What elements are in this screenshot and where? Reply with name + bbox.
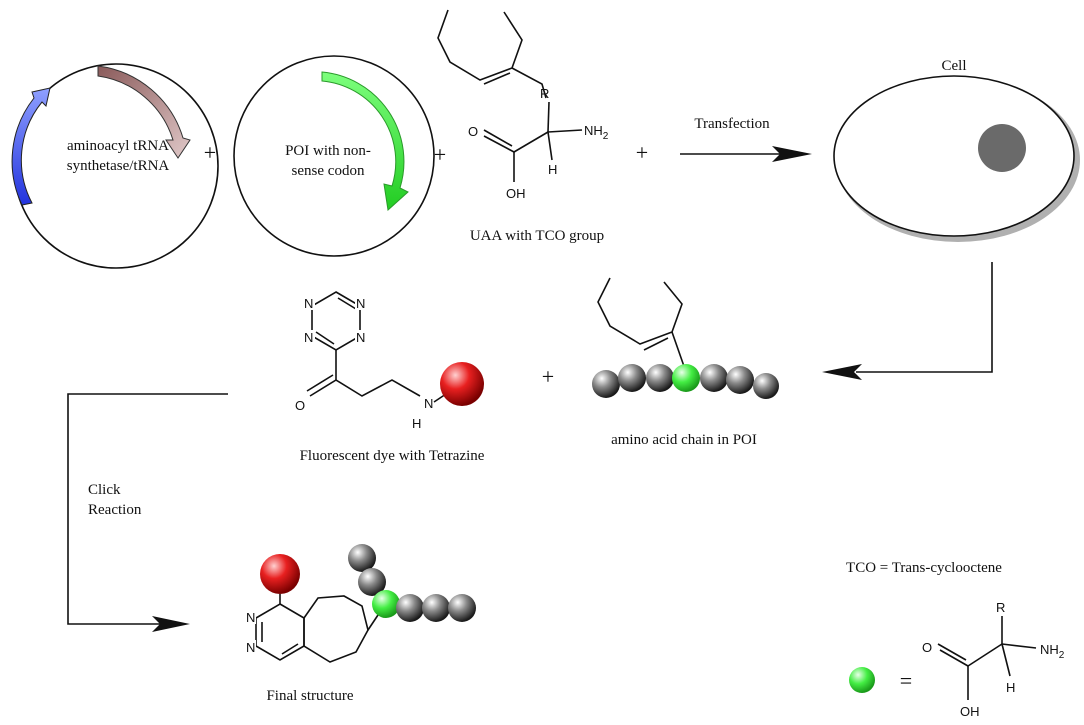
legend-nh2: NH2 [1040, 642, 1065, 661]
click-reaction-arrowhead [152, 616, 190, 632]
dye-n: N [424, 396, 433, 411]
legend-h: H [1006, 680, 1015, 695]
legend-oh: OH [960, 704, 980, 719]
plasmid-circle-2 [233, 55, 435, 257]
uaa-oh: OH [506, 186, 526, 201]
plasmid1-label-line2: synthetase/tRNA [67, 158, 170, 174]
legend-n-bond [1001, 643, 1037, 649]
cell-label: Cell [942, 58, 967, 74]
uaa-o: O [468, 124, 478, 139]
plus-sign-3: + [636, 140, 648, 165]
residue-2 [618, 364, 646, 392]
final-residue-3 [396, 594, 424, 622]
cell: Cell [833, 58, 1080, 242]
legend-co-1 [939, 649, 969, 667]
dye-o: O [295, 398, 305, 413]
tco-definition: TCO = Trans-cyclooctene [846, 560, 1002, 576]
brown-arc-arrow [97, 65, 191, 159]
tz-n2: N [356, 296, 365, 311]
cell-to-chain-arrow [856, 262, 993, 373]
legend-h-bond [1001, 643, 1011, 677]
r-alpha-bond [547, 101, 550, 133]
plus-sign-2: + [434, 142, 446, 167]
cell-to-chain-arrowhead [822, 364, 862, 380]
alpha-n-bond [547, 129, 583, 133]
carbonyl-1 [483, 135, 515, 153]
plus-sign-1: + [204, 140, 216, 165]
amino-acid-chain: amino acid chain in POI [592, 277, 779, 448]
final-fluorophore [260, 554, 300, 594]
final-residue-5 [448, 594, 476, 622]
residue-uaa-green [672, 364, 700, 392]
final-octane-ring [303, 595, 369, 663]
tz-db1 [337, 297, 357, 310]
plasmid-trna-synthetase: aminoacyl tRNA synthetase/tRNA [11, 63, 219, 269]
residue-5 [726, 366, 754, 394]
cell-nucleus [978, 124, 1026, 172]
legend-c-bond [967, 643, 1003, 667]
legend-o: O [922, 640, 932, 655]
dye-nh-h: H [412, 416, 421, 431]
final-residue-2 [358, 568, 386, 596]
blue-arc-arrow [11, 87, 51, 206]
dye-label: Fluorescent dye with Tetrazine [300, 448, 485, 464]
pyridazine-ring [255, 603, 305, 661]
plus-sign-4: + [542, 364, 554, 389]
plasmid2-label-line1: POI with non- [285, 143, 371, 159]
legend: TCO = Trans-cyclooctene = R NH2 H O OH [846, 560, 1065, 719]
alpha-h-bond [547, 131, 553, 161]
final-n1: N [246, 610, 255, 625]
legend-co-2 [937, 643, 967, 661]
final-residue-1 [348, 544, 376, 572]
pz-db2 [281, 643, 299, 655]
chain-tco-double [643, 337, 669, 351]
residue-4 [700, 364, 728, 392]
tco-ring [437, 9, 523, 81]
final-residue-uaa [372, 590, 400, 618]
final-residue-4 [422, 594, 450, 622]
tetrazine-dye-structure: N N N N O N H Fluorescent dye with Tetra… [295, 291, 485, 464]
transfection-label: Transfection [694, 116, 770, 132]
uaa-r-atom: R [540, 86, 549, 101]
dye-carbonyl-2 [306, 374, 334, 392]
plasmid-poi: POI with non- sense codon [233, 55, 435, 257]
tz-n4: N [356, 330, 365, 345]
uaa-label: UAA with TCO group [470, 228, 604, 244]
chain-label: amino acid chain in POI [611, 432, 757, 448]
residue-3 [646, 364, 674, 392]
equals-sign: = [900, 668, 912, 693]
legend-green-sphere [849, 667, 875, 693]
final-structure: N N Final structure [244, 544, 476, 704]
tz-n3: N [304, 330, 313, 345]
uaa-nh2: NH2 [584, 123, 609, 142]
tz-db2 [315, 331, 335, 345]
click-label-line1: Click [88, 482, 121, 498]
chain-tco-ring [597, 277, 683, 345]
final-label: Final structure [266, 688, 353, 704]
alpha-c-bond [513, 131, 549, 153]
dye-carbonyl-1 [309, 379, 337, 397]
tco-double-bond [483, 72, 511, 85]
click-reaction-arrow [67, 393, 228, 625]
click-label-line2: Reaction [88, 502, 142, 518]
fluorophore-red-sphere [440, 362, 484, 406]
residue-1 [592, 370, 620, 398]
cell-membrane [833, 75, 1075, 237]
tz-n1: N [304, 296, 313, 311]
plasmid2-label-line2: sense codon [292, 163, 365, 179]
transfection-arrowhead [772, 146, 812, 162]
residue-6 [753, 373, 779, 399]
carbonyl-2 [483, 129, 513, 147]
final-n2: N [246, 640, 255, 655]
tetrazine-ring [311, 291, 361, 351]
uaa-h: H [548, 162, 557, 177]
uaa-tco-structure: R NH2 H O OH UAA with TCO group [437, 9, 609, 244]
plasmid1-label-line1: aminoacyl tRNA [67, 138, 169, 154]
legend-r: R [996, 600, 1005, 615]
dye-linker [335, 350, 421, 397]
tco-link [511, 67, 547, 99]
green-arc-arrow [321, 71, 409, 211]
